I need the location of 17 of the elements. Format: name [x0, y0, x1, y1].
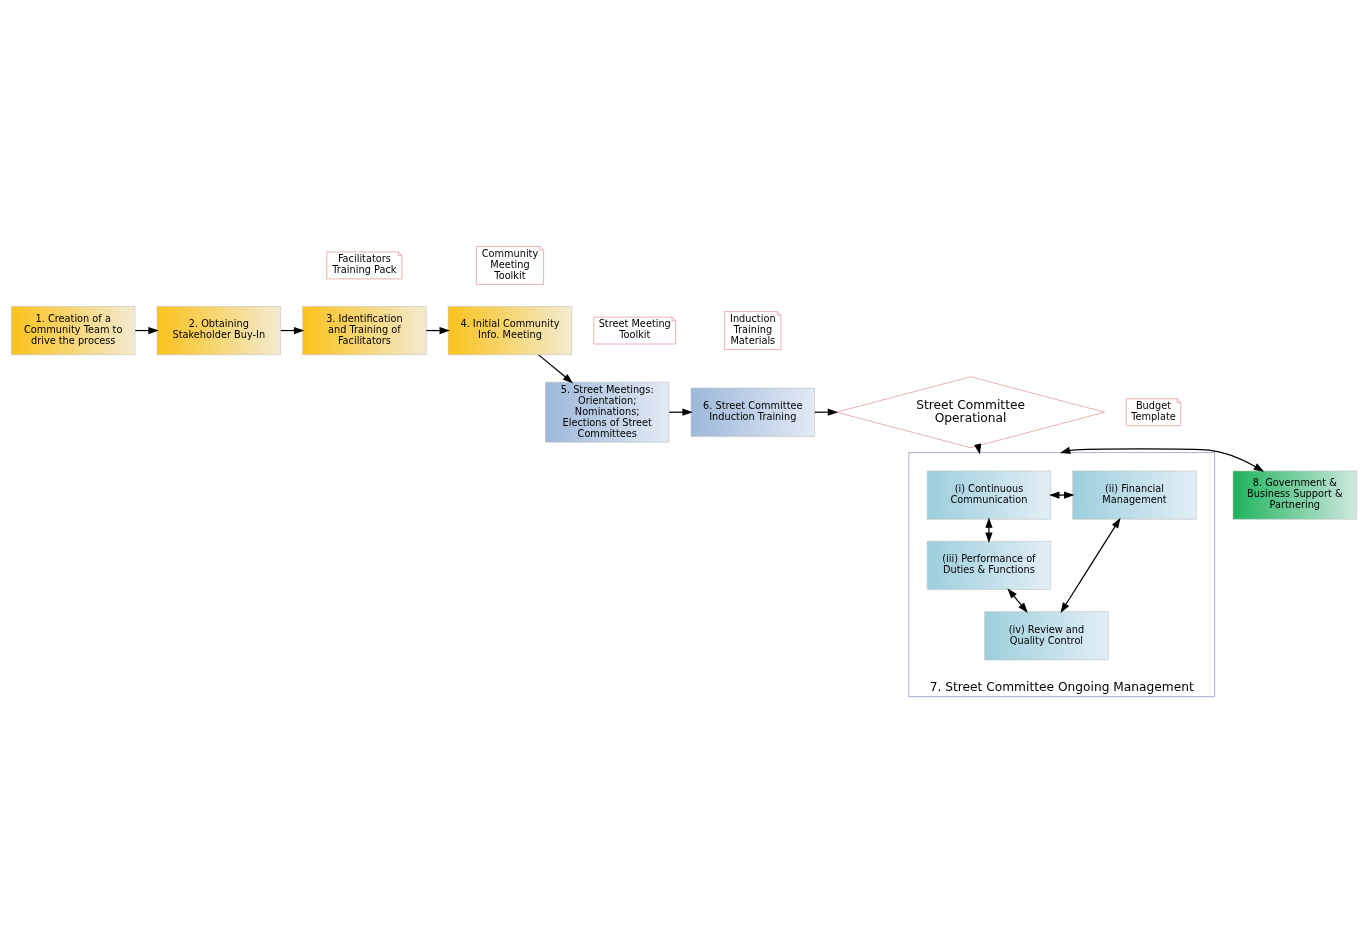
node-box: (ii) Financial Management	[1072, 470, 1197, 520]
arrow	[1059, 446, 1265, 472]
node-box: 1. Creation of a Community Team to drive the process	[11, 305, 136, 355]
node-box: 4. Initial Community Info. Meeting	[447, 305, 573, 355]
arrow	[1007, 587, 1028, 613]
arrow	[985, 516, 993, 543]
arrow	[538, 353, 574, 383]
node-box: (iii) Performance of Duties & Functions	[926, 540, 1052, 590]
arrow	[1060, 517, 1121, 613]
node-box: 3. Identification and Training of Facilitators	[302, 305, 427, 355]
node-box: 2. Obtaining Stakeholder Buy-In	[156, 305, 281, 355]
node-box: 8. Government & Business Support & Partnering	[1232, 470, 1357, 520]
arrow	[1049, 490, 1075, 499]
node-box: 5. Street Meetings: Orientation; Nominations; Elections of Street Committees	[545, 381, 670, 442]
node-box: (i) Continuous Communication	[926, 470, 1052, 520]
node-box: 6. Street Committee Induction Training	[690, 387, 815, 437]
node-box: (iv) Review and Quality Control	[984, 610, 1109, 660]
